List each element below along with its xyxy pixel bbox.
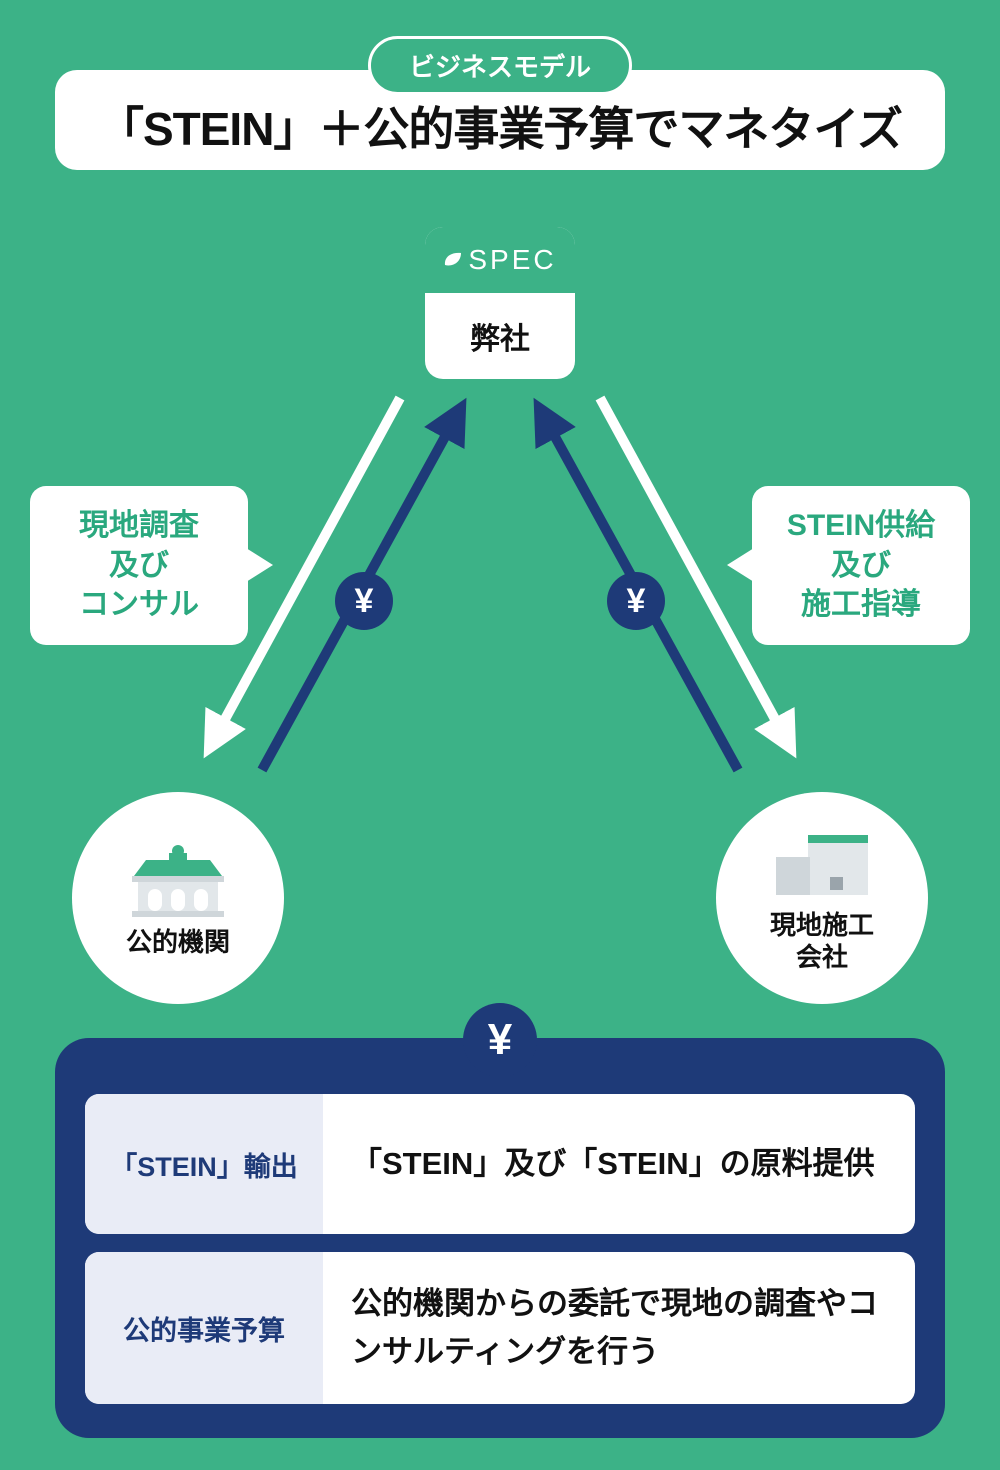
monetization-table: 「STEIN」輸出 「STEIN」及び「STEIN」の原料提供 公的事業予算 公… xyxy=(85,1094,915,1404)
monetization-panel: 「STEIN」輸出 「STEIN」及び「STEIN」の原料提供 公的事業予算 公… xyxy=(55,1038,945,1438)
factory-building-icon xyxy=(776,834,868,895)
entity-contractor-label: 現地施工 会社 xyxy=(770,909,874,974)
company-card: SPEC 弊社 xyxy=(425,227,575,379)
table-row: 公的事業予算 公的機関からの委託で現地の調査やコンサルティングを行う xyxy=(85,1252,915,1404)
bubble-right-line2: 及び xyxy=(831,548,891,582)
bubble-left-pointer xyxy=(246,548,273,582)
bubble-left-line2: 及び xyxy=(109,548,169,582)
entity-public-institution: 公的機関 xyxy=(72,792,284,1004)
yen-badge-panel: ¥ xyxy=(463,1003,537,1077)
yen-badge-left: ¥ xyxy=(335,572,393,630)
entity-contractor-line2: 会社 xyxy=(795,942,848,972)
header-badge: ビジネスモデル xyxy=(367,36,633,95)
spec-logo-text: SPEC xyxy=(468,244,557,275)
bubble-stein-supply: STEIN供給 及び 施工指導 xyxy=(727,486,970,645)
entity-contractor-line1: 現地施工 xyxy=(769,909,874,940)
bubble-right-pointer xyxy=(727,548,754,582)
company-name: 弊社 xyxy=(470,323,530,356)
bubble-left-line3: コンサル xyxy=(79,588,199,622)
yen-badge-right: ¥ xyxy=(607,572,665,630)
row-label-public-budget: 公的事業予算 xyxy=(85,1252,323,1404)
entity-local-contractor: 現地施工 会社 xyxy=(716,792,928,1004)
row-label-stein-export: 「STEIN」輸出 xyxy=(85,1094,323,1234)
bubble-right-line3: 施工指導 xyxy=(801,588,921,622)
row-desc-stein-export: 「STEIN」及び「STEIN」の原料提供 xyxy=(351,1145,875,1181)
spec-logo: SPEC xyxy=(425,227,575,293)
bubble-right-line1: STEIN供給 xyxy=(786,509,936,542)
table-row: 「STEIN」輸出 「STEIN」及び「STEIN」の原料提供 xyxy=(85,1094,915,1234)
entity-public-label: 公的機関 xyxy=(125,926,230,957)
leaf-icon xyxy=(445,252,462,266)
bubble-survey-consulting: 現地調査 及び コンサル xyxy=(30,486,273,645)
government-building-icon xyxy=(132,844,224,917)
bubble-left-line1: 現地調査 xyxy=(79,509,199,542)
row-desc-public-budget: 公的機関からの委託で現地の調査やコンサルティングを行う xyxy=(351,1285,878,1369)
page-title: 「STEIN」＋公的事業予算でマネタイズ xyxy=(97,103,903,155)
